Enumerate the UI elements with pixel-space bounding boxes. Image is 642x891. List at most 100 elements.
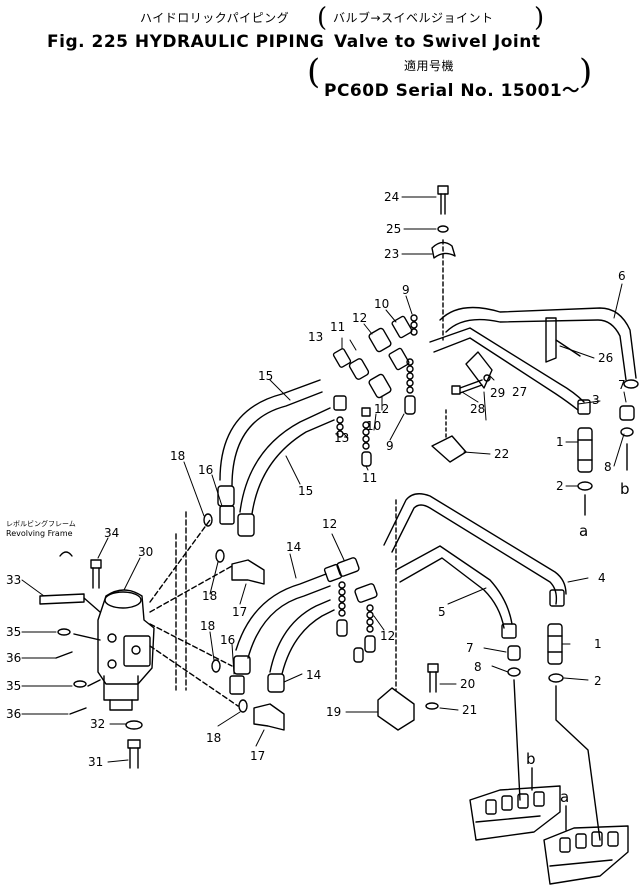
oring-18-b [215, 549, 225, 563]
part-label-28: 28 [470, 402, 485, 416]
part-label-30: 30 [138, 545, 153, 559]
part-label-15b: 15 [298, 484, 313, 498]
elbow-17-upper [231, 559, 265, 585]
part-label-20: 20 [460, 677, 475, 691]
part-label-11b: 11 [362, 471, 377, 485]
serial-number: PC60D Serial No. 15001～ [324, 81, 580, 101]
part-label-11: 11 [330, 320, 345, 334]
leader-lines [21, 196, 627, 763]
part-label-16b: 16 [220, 633, 235, 647]
part-label-19: 19 [326, 705, 341, 719]
paren-open-1: ( [317, 3, 328, 33]
control-valve-b [469, 785, 561, 841]
pipe-6 [439, 306, 639, 389]
pipe-5 [395, 545, 517, 639]
lower-fitting-cluster [323, 557, 378, 663]
part-label-10b: 10 [366, 419, 381, 433]
part-label-27: 27 [512, 385, 527, 399]
elbow-17-lower [253, 703, 285, 731]
paren-open-2: ( [307, 52, 321, 92]
part-label-29: 29 [490, 386, 505, 400]
elbow-16-lower [229, 675, 245, 695]
part-label-35b: 35 [6, 679, 21, 693]
part-label-18: 18 [170, 449, 185, 463]
part-label-8b: 8 [474, 660, 482, 674]
connection-b-lower: b [526, 750, 536, 768]
oring-2-upper [577, 481, 593, 491]
bracket-26 [545, 317, 581, 363]
part-label-1: 1 [556, 435, 564, 449]
line-2-to-valve [555, 685, 601, 841]
oring-8-upper [620, 427, 634, 437]
part-label-15: 15 [258, 369, 273, 383]
adapter-7-upper [619, 405, 635, 421]
bracket-27 [465, 351, 493, 389]
washer-32 [125, 720, 143, 730]
part-label-7b: 7 [466, 641, 474, 655]
bolt-28 [451, 379, 483, 395]
bracket-19 [377, 499, 415, 731]
connection-a-upper: a [579, 522, 588, 540]
oring-18-a [203, 513, 213, 527]
revolving-frame-label-en: Revolving Frame [6, 529, 73, 538]
line-8-to-valve [513, 679, 521, 801]
applicable-model-kanji: 適用号機 [404, 59, 455, 73]
part-label-17b: 17 [250, 749, 265, 763]
clamp-22 [431, 409, 467, 463]
part-label-3: 3 [592, 393, 600, 407]
washer-29 [483, 374, 491, 382]
elbow-16-upper [219, 505, 235, 525]
oring-8-lower [507, 667, 521, 677]
hose-14-upper [233, 573, 331, 675]
connection-b-upper: b [620, 480, 630, 498]
part-label-4: 4 [598, 571, 606, 585]
part-label-36: 36 [6, 651, 21, 665]
bolt-24 [437, 185, 449, 215]
part-label-32: 32 [90, 717, 105, 731]
pipe-4 [383, 493, 567, 607]
revolving-frame-mark [59, 551, 73, 557]
part-label-16: 16 [198, 463, 213, 477]
part-label-9: 9 [402, 283, 410, 297]
part-label-34: 34 [104, 526, 119, 540]
plate-33 [39, 593, 101, 613]
clamp-23 [431, 239, 456, 341]
oring-2-lower [548, 673, 564, 683]
part-label-2b: 2 [594, 674, 602, 688]
part-label-13b: 13 [334, 431, 349, 445]
guide-lines [149, 511, 239, 707]
part-label-18d: 18 [206, 731, 221, 745]
part-label-12: 12 [352, 311, 367, 325]
bolt-34 [90, 559, 102, 589]
washer-21 [425, 702, 439, 710]
part-label-14: 14 [286, 540, 301, 554]
part-label-18c: 18 [200, 619, 215, 633]
part-label-21: 21 [462, 703, 477, 717]
subtitle-kana: バルブ→スイベルジョイント [333, 11, 494, 25]
part-label-12d: 12 [380, 629, 395, 643]
upper-fitting-cluster [332, 314, 418, 467]
part-label-10: 10 [374, 297, 389, 311]
part-label-26: 26 [598, 351, 613, 365]
oring-18-d [238, 699, 248, 713]
figure-title: Fig. 225 HYDRAULIC PIPING [47, 32, 325, 52]
pipe-3-run [429, 327, 591, 415]
washer-35-a [57, 628, 71, 636]
part-label-24: 24 [384, 190, 399, 204]
part-label-23: 23 [384, 247, 399, 261]
figure-subtitle: Valve to Swivel Joint [334, 32, 541, 52]
hose-15-lower [237, 407, 335, 537]
pin-36-b [69, 707, 87, 715]
part-label-22: 22 [494, 447, 509, 461]
part-label-5: 5 [438, 605, 446, 619]
part-label-7: 7 [618, 378, 626, 392]
part-label-31: 31 [88, 755, 103, 769]
part-label-14b: 14 [306, 668, 321, 682]
hose-14-lower [267, 599, 335, 693]
part-label-33: 33 [6, 573, 21, 587]
part-label-35: 35 [6, 625, 21, 639]
part-label-36b: 36 [6, 707, 21, 721]
nipple-1-lower [547, 623, 563, 665]
part-label-13: 13 [308, 330, 323, 344]
paren-close-1: ) [534, 3, 545, 33]
